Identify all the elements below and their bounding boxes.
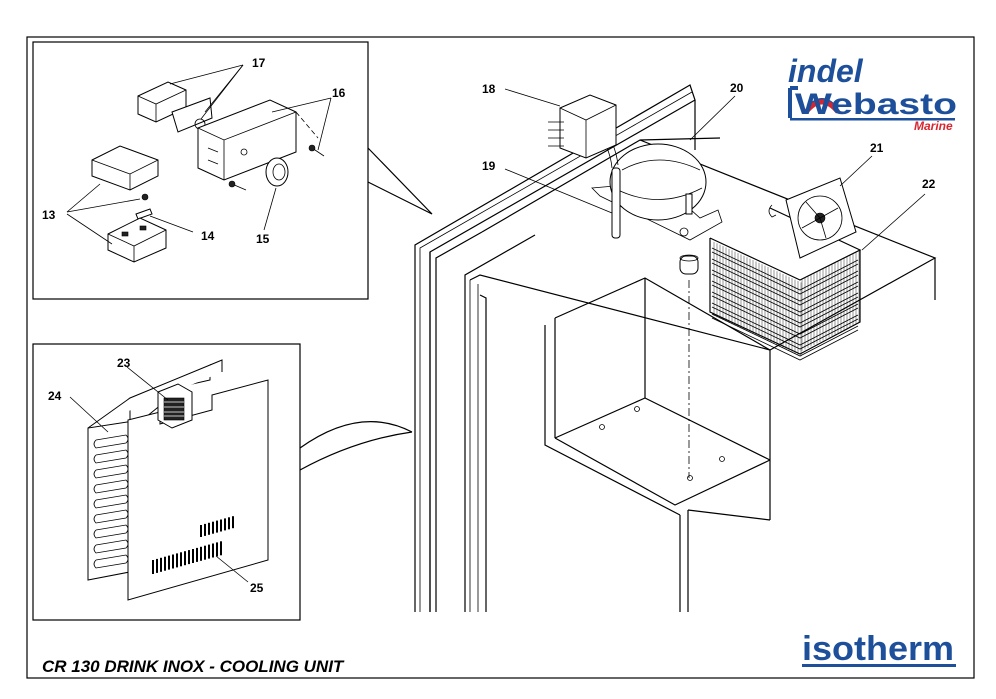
callout-21: 21 [870, 141, 884, 155]
inset-thermostat [32, 41, 369, 300]
vent-slot [208, 522, 210, 535]
vent-slot [164, 556, 166, 571]
condenser-tube [711, 269, 859, 313]
condenser-tube [711, 273, 859, 317]
vent-slot [232, 516, 234, 529]
evaporator-coil [93, 539, 129, 554]
vent-slot [160, 557, 162, 572]
callout-17: 17 [252, 56, 266, 70]
vent-slot [156, 558, 158, 573]
vent-slot [204, 523, 206, 536]
callout-20: 20 [730, 81, 744, 95]
condenser-tube [711, 291, 859, 335]
vent-slot [220, 519, 222, 532]
condenser-tube [711, 306, 859, 350]
callout-22: 22 [922, 177, 936, 191]
leader-lines-inset-1 [66, 64, 332, 245]
vent-slot [200, 546, 202, 561]
callout-18: 18 [482, 82, 496, 96]
vent-slot [216, 520, 218, 533]
vent-slot [168, 555, 170, 570]
callout-24: 24 [48, 389, 62, 403]
page-title: CR 130 DRINK INOX - COOLING UNIT [42, 657, 345, 676]
condenser-tube [711, 280, 859, 324]
vent-slot [200, 525, 202, 537]
relay-unit [548, 94, 617, 159]
evaporator-coil [93, 554, 129, 569]
vent-slot [220, 541, 222, 556]
vent-slot [228, 517, 230, 530]
condenser-tube [711, 262, 859, 306]
compressor [591, 124, 723, 275]
vent-slot [212, 521, 214, 534]
condenser-fan [768, 177, 857, 259]
thermostat-parts [91, 81, 325, 263]
vent-slot [192, 549, 194, 563]
leader-lines-inset-2 [69, 366, 249, 583]
condenser-tube [711, 251, 859, 295]
isotherm-logo: isotherm [802, 630, 956, 668]
evaporator-coil [93, 479, 129, 494]
logo-underline [790, 118, 955, 121]
cabinet [414, 84, 937, 612]
evaporator-coil [93, 464, 129, 479]
condenser [709, 207, 862, 361]
callout-19: 19 [482, 159, 496, 173]
vent-slot [152, 560, 154, 574]
condenser-tube [711, 302, 859, 346]
callout-labels: 17 16 13 14 15 18 19 20 21 22 23 24 25 [42, 56, 936, 595]
condenser-tube [711, 295, 859, 339]
vent-slot [204, 545, 206, 560]
vent-slot [172, 554, 174, 569]
logo-indel: indel [788, 53, 864, 89]
condenser-tube [711, 247, 859, 291]
page-frame [26, 36, 975, 679]
callout-15: 15 [256, 232, 270, 246]
callout-16: 16 [332, 86, 346, 100]
vent-slot [224, 518, 226, 531]
indel-webasto-logo: indel Webasto Marine [788, 53, 957, 133]
evaporator-coil [93, 449, 129, 464]
logo-isotherm: isotherm [802, 630, 954, 668]
vent-slot [216, 542, 218, 557]
condenser-tube [711, 313, 859, 357]
callout-14: 14 [201, 229, 215, 243]
callout-25: 25 [250, 581, 264, 595]
vent-slot [188, 550, 190, 565]
evaporator-coil [93, 434, 129, 449]
evaporator-coil [93, 494, 129, 509]
condenser-tube [711, 317, 859, 361]
vent-slot [180, 552, 182, 567]
vent-slot [184, 551, 186, 566]
leader-lines-main [504, 88, 926, 251]
vent-slot [176, 553, 178, 568]
callout-23: 23 [117, 356, 131, 370]
condenser-tube [711, 284, 859, 328]
evaporator-coil [93, 524, 129, 539]
vent-slot [212, 543, 214, 558]
vent-slot [208, 544, 210, 559]
logo-marine: Marine [914, 119, 953, 133]
evaporator-coil [93, 509, 129, 524]
callout-13: 13 [42, 208, 56, 222]
logo-webasto: Webasto [795, 88, 957, 121]
evaporator-plate [87, 359, 269, 601]
condenser-tube [711, 258, 859, 302]
logo-isotherm-underline [802, 664, 956, 667]
vent-slot [196, 547, 198, 562]
